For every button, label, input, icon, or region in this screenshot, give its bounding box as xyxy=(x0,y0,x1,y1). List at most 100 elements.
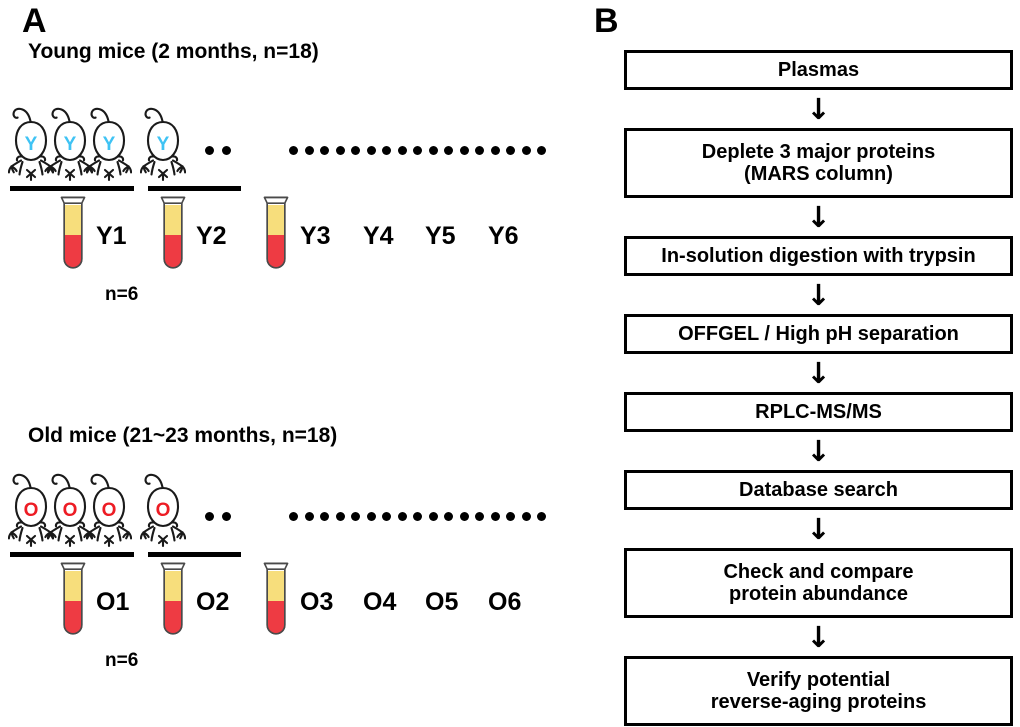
dot xyxy=(521,146,531,155)
mouse-icon-young-4: Y xyxy=(140,104,186,184)
workflow-step-3: In-solution digestion with trypsin xyxy=(624,236,1013,276)
arrow-down-icon-7: ↓ xyxy=(806,619,831,654)
dot xyxy=(397,512,407,521)
sample-label-o4: O4 xyxy=(363,588,397,616)
sample-label-y6: Y6 xyxy=(488,222,519,250)
blood-tube-y1 xyxy=(60,195,86,273)
arrow-down-icon-2: ↓ xyxy=(806,199,831,234)
mouse-group-glyph: Y xyxy=(156,134,170,155)
mouse-icon-old-2: O xyxy=(47,470,93,550)
mouse-icon-young-3: Y xyxy=(86,104,132,184)
dot xyxy=(475,512,484,521)
dot xyxy=(521,512,531,521)
dot xyxy=(382,146,391,155)
dot xyxy=(490,512,500,521)
dot xyxy=(444,512,453,521)
arrow-down-icon-4: ↓ xyxy=(806,355,831,390)
pooling-bar-young-2 xyxy=(148,186,241,191)
dot xyxy=(335,512,345,521)
panel-a-letter: A xyxy=(22,2,47,40)
blood-tube-o2 xyxy=(160,561,186,639)
workflow-step-6: Database search xyxy=(624,470,1013,510)
dot xyxy=(304,146,314,155)
arrow-down-icon-5: ↓ xyxy=(806,433,831,468)
mouse-group-glyph: O xyxy=(62,500,78,521)
mouse-group-glyph: Y xyxy=(102,134,116,155)
panel-b-letter: B xyxy=(594,2,619,40)
blood-tube-y2 xyxy=(160,195,186,273)
dot xyxy=(537,512,546,521)
mouse-group-glyph: O xyxy=(23,500,39,521)
dot xyxy=(304,512,314,521)
mouse-group-glyph: Y xyxy=(63,134,77,155)
dot xyxy=(506,146,515,155)
dot xyxy=(205,146,214,155)
sample-label-o5: O5 xyxy=(425,588,459,616)
old-group-title: Old mice (21~23 months, n=18) xyxy=(28,424,338,447)
dot xyxy=(320,146,329,155)
dot xyxy=(428,512,438,521)
arrow-down-icon-6: ↓ xyxy=(806,511,831,546)
dot xyxy=(335,146,345,155)
dot xyxy=(351,512,360,521)
dot xyxy=(205,512,214,521)
arrow-down-icon-1: ↓ xyxy=(806,91,831,126)
sample-label-o1: O1 xyxy=(96,588,130,616)
pool-size-caption-old: n=6 xyxy=(105,650,139,671)
sample-label-y2: Y2 xyxy=(196,222,227,250)
blood-tube-o1 xyxy=(60,561,86,639)
young-group-title: Young mice (2 months, n=18) xyxy=(28,40,319,63)
dot xyxy=(320,512,329,521)
dot xyxy=(222,512,231,521)
pooling-bar-old-2 xyxy=(148,552,241,557)
mouse-icon-old-3: O xyxy=(86,470,132,550)
dot xyxy=(537,146,546,155)
sample-label-o6: O6 xyxy=(488,588,522,616)
mouse-icon-old-4: O xyxy=(140,470,186,550)
dot xyxy=(459,512,469,521)
arrow-down-icon-3: ↓ xyxy=(806,277,831,312)
dot xyxy=(289,146,298,155)
mouse-icon-young-2: Y xyxy=(47,104,93,184)
dot xyxy=(413,512,422,521)
sample-label-y5: Y5 xyxy=(425,222,456,250)
mouse-group-glyph: O xyxy=(101,500,117,521)
sample-label-o3: O3 xyxy=(300,588,334,616)
workflow-step-5: RPLC-MS/MS xyxy=(624,392,1013,432)
workflow-step-7: Check and compare protein abundance xyxy=(624,548,1013,618)
mouse-group-glyph: Y xyxy=(24,134,38,155)
workflow-step-4: OFFGEL / High pH separation xyxy=(624,314,1013,354)
dot xyxy=(289,512,298,521)
sample-label-y3: Y3 xyxy=(300,222,331,250)
dot xyxy=(397,146,407,155)
pool-size-caption-young: n=6 xyxy=(105,284,139,305)
dot xyxy=(413,146,422,155)
ellipsis-dots-long-young xyxy=(289,146,546,155)
dot xyxy=(444,146,453,155)
workflow-step-1: Plasmas xyxy=(624,50,1013,90)
sample-label-y4: Y4 xyxy=(363,222,394,250)
blood-tube-y3 xyxy=(263,195,289,273)
mouse-icon-old-1: O xyxy=(8,470,54,550)
blood-tube-o3 xyxy=(263,561,289,639)
pooling-bar-young-1 xyxy=(10,186,134,191)
sample-label-o2: O2 xyxy=(196,588,230,616)
workflow-step-8: Verify potential reverse-aging proteins xyxy=(624,656,1013,726)
mouse-group-glyph: O xyxy=(155,500,171,521)
dot xyxy=(366,512,376,521)
sample-label-y1: Y1 xyxy=(96,222,127,250)
dot xyxy=(222,146,231,155)
dot xyxy=(351,146,360,155)
ellipsis-dots-short-young xyxy=(205,146,231,155)
dot xyxy=(475,146,484,155)
ellipsis-dots-short-old xyxy=(205,512,231,521)
pooling-bar-old-1 xyxy=(10,552,134,557)
workflow-flowchart: Plasmas↓Deplete 3 major proteins (MARS c… xyxy=(624,50,1013,726)
dot xyxy=(366,146,376,155)
workflow-step-2: Deplete 3 major proteins (MARS column) xyxy=(624,128,1013,198)
dot xyxy=(490,146,500,155)
dot xyxy=(459,146,469,155)
dot xyxy=(382,512,391,521)
dot xyxy=(506,512,515,521)
